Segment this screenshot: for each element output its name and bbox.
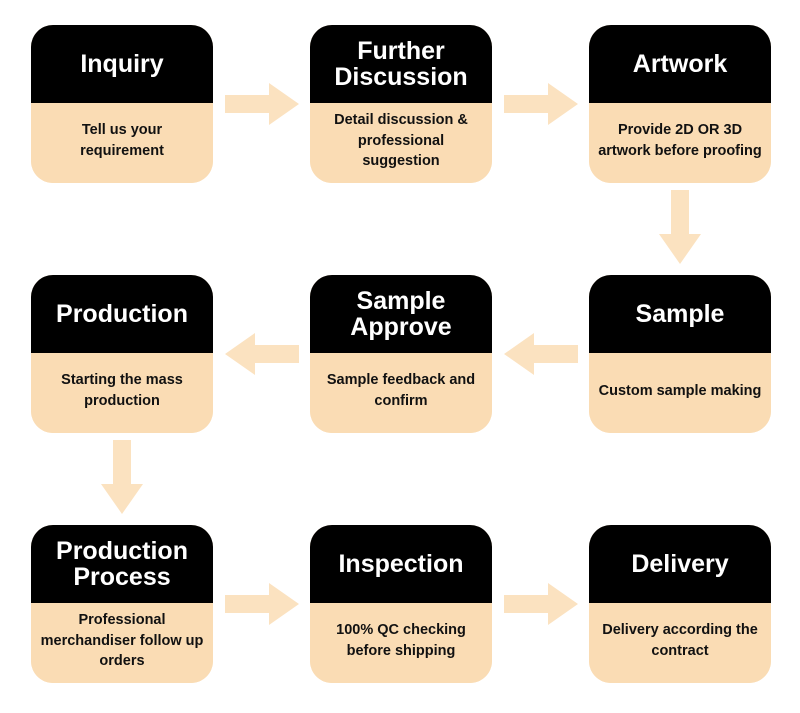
connector-artwork-to-sample: [657, 190, 703, 264]
step-card-artwork[interactable]: Artwork Provide 2D OR 3D artwork before …: [589, 25, 771, 183]
step-card-further-discussion[interactable]: Further Discussion Detail discussion & p…: [310, 25, 492, 183]
step-description-further-discussion: Detail discussion & professional suggest…: [310, 103, 492, 183]
step-card-sample[interactable]: Sample Custom sample making: [589, 275, 771, 433]
step-description-artwork: Provide 2D OR 3D artwork before proofing: [589, 103, 771, 183]
step-title-inquiry: Inquiry: [31, 25, 213, 103]
connector-further-discussion-to-artwork: [504, 81, 578, 127]
step-title-sample: Sample: [589, 275, 771, 353]
connector-sample-approve-to-production: [225, 331, 299, 377]
step-title-delivery: Delivery: [589, 525, 771, 603]
step-card-production[interactable]: Production Starting the mass production: [31, 275, 213, 433]
connector-sample-to-sample-approve: [504, 331, 578, 377]
step-title-inspection: Inspection: [310, 525, 492, 603]
step-title-artwork: Artwork: [589, 25, 771, 103]
arrow-right-icon: [225, 583, 299, 625]
step-description-inquiry: Tell us your requirement: [31, 103, 213, 183]
arrow-left-icon: [504, 333, 578, 375]
step-card-production-process[interactable]: Production Process Professional merchand…: [31, 525, 213, 683]
step-card-inspection[interactable]: Inspection 100% QC checking before shipp…: [310, 525, 492, 683]
step-card-delivery[interactable]: Delivery Delivery according the contract: [589, 525, 771, 683]
step-description-delivery: Delivery according the contract: [589, 603, 771, 683]
step-description-production-process: Professional merchandiser follow up orde…: [31, 603, 213, 683]
connector-inquiry-to-further-discussion: [225, 81, 299, 127]
step-description-sample: Custom sample making: [589, 353, 771, 433]
step-card-sample-approve[interactable]: Sample Approve Sample feedback and confi…: [310, 275, 492, 433]
arrow-left-icon: [225, 333, 299, 375]
step-description-production: Starting the mass production: [31, 353, 213, 433]
connector-production-process-to-inspection: [225, 581, 299, 627]
arrow-right-icon: [504, 83, 578, 125]
step-description-inspection: 100% QC checking before shipping: [310, 603, 492, 683]
step-description-sample-approve: Sample feedback and confirm: [310, 353, 492, 433]
step-title-further-discussion: Further Discussion: [310, 25, 492, 103]
connector-production-to-production-process: [99, 440, 145, 514]
arrow-down-icon: [659, 190, 701, 264]
arrow-right-icon: [225, 83, 299, 125]
connector-inspection-to-delivery: [504, 581, 578, 627]
arrow-right-icon: [504, 583, 578, 625]
step-title-production-process: Production Process: [31, 525, 213, 603]
step-card-inquiry[interactable]: Inquiry Tell us your requirement: [31, 25, 213, 183]
arrow-down-icon: [101, 440, 143, 514]
step-title-sample-approve: Sample Approve: [310, 275, 492, 353]
step-title-production: Production: [31, 275, 213, 353]
